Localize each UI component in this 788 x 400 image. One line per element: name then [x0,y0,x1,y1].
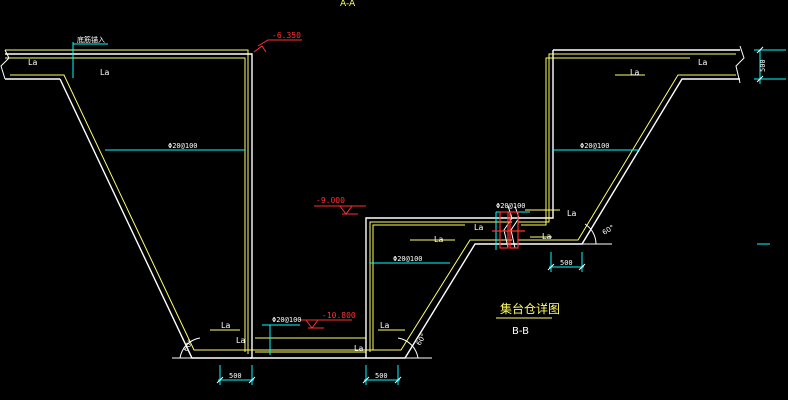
la-label: La [474,223,483,232]
elevation-label-2: -9.000 [316,196,345,205]
rebar-sleeve-marks [492,211,525,249]
elevation-label-1: -6.350 [272,31,301,40]
rebar-label-bottom: Φ20@100 [272,316,302,324]
dimension-lines [72,42,786,385]
la-label: La [542,232,551,241]
dim-label-slab-height: 500 [759,59,767,72]
dim-label-bottom-left: 500 [229,372,242,380]
la-label: La [221,321,230,330]
dimension-ticks [216,46,764,384]
rebar-label-left-wall: Φ20@100 [168,142,198,150]
drawing-subtitle: B-B [512,326,529,337]
rebar-lines [5,49,736,354]
dim-label-bottom-right: 500 [375,372,388,380]
elevation-marker-2 [314,205,366,215]
elevation-label-3: -10.800 [322,311,356,320]
la-labels: La La La La La La La La La La La La [28,58,707,353]
la-label: La [354,344,363,353]
la-label: La [236,336,245,345]
elevation-marker-1 [253,39,302,53]
section-marker-top: A-A [340,0,356,9]
angle-arcs [172,223,612,359]
rebar-note-top: 底筋锚入 [77,35,105,44]
elevation-marker-3 [300,319,352,329]
la-label: La [698,58,707,67]
la-label: La [567,209,576,218]
la-label: La [380,321,389,330]
rebar-label-right-wall: Φ20@100 [580,142,610,150]
rebar-label-step-right: Φ20@100 [496,202,526,210]
dim-label-step: 500 [560,259,573,267]
la-label: La [100,68,109,77]
drawing-title: 集台仓详图 [500,301,560,316]
la-label: La [434,235,443,244]
la-label: La [630,68,639,77]
la-label: La [28,58,37,67]
rebar-label-step: Φ20@100 [393,255,423,263]
